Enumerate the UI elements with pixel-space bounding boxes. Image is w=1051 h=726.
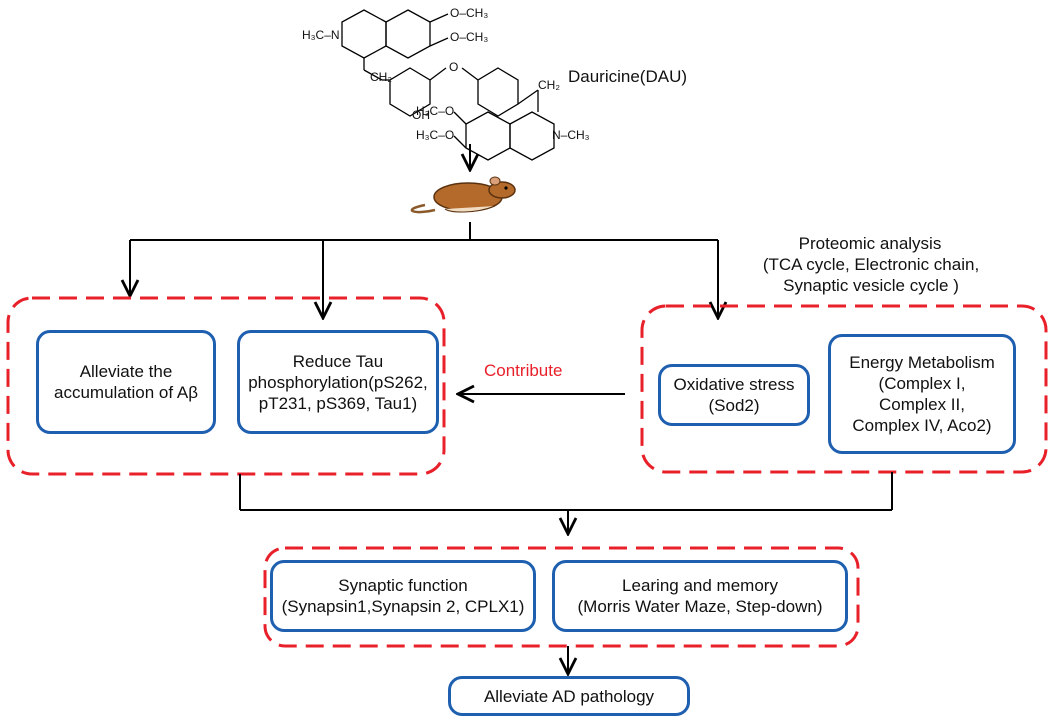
- chem-label-ch2-2: CH₂: [538, 78, 560, 92]
- chem-label-ch2-1: CH₂: [370, 70, 392, 84]
- upper-benzene-ring: [385, 9, 431, 59]
- right-dashed-group: [640, 304, 1048, 474]
- chem-label-ome1: O–CH₃: [450, 6, 489, 20]
- branch-connectors: [130, 222, 718, 318]
- mouse-belly: [444, 205, 496, 213]
- upper-piperidine-ring: [341, 9, 387, 59]
- tau-box: Reduce Tau phosphorylation(pS262, pT231,…: [237, 330, 439, 434]
- middle-right-ring: [477, 67, 519, 117]
- lower-piperidine-ring: [509, 111, 555, 161]
- learning-memory-box: Learing and memory (Morris Water Maze, S…: [552, 560, 848, 632]
- chem-label-ome3: H₃C–O: [416, 104, 455, 118]
- contribute-label: Contribute: [484, 361, 563, 380]
- mouse-eye: [504, 186, 508, 190]
- final-outcome-box: Alleviate AD pathology: [448, 676, 690, 716]
- left-dashed-group: [6, 296, 446, 476]
- merge-connectors: [239, 472, 893, 674]
- bottom-dashed-group: [263, 546, 860, 648]
- proteomic-detail: (TCA cycle, Electronic chain, Synaptic v…: [762, 255, 980, 295]
- mouse-tail: [410, 203, 436, 214]
- oxidative-stress-box: Oxidative stress (Sod2): [658, 364, 810, 426]
- chem-label-ome2: O–CH₃: [450, 30, 489, 44]
- mouse-head: [488, 181, 516, 199]
- chem-label-nme1: H₃C–N: [302, 28, 340, 42]
- dauricine-structure: [341, 9, 555, 161]
- mouse-ear: [489, 176, 501, 186]
- energy-metabolism-box: Energy Metabolism (Complex I, Complex II…: [828, 334, 1016, 454]
- mouse-illustration: [410, 176, 516, 214]
- chem-label-ome4: H₃C–O: [416, 128, 455, 142]
- lower-benzene-ring: [465, 111, 511, 161]
- chem-label-o: O: [449, 60, 459, 74]
- proteomic-title: Proteomic analysis: [798, 234, 942, 253]
- chem-label-nme2: N–CH₃: [552, 128, 590, 142]
- molecule-name: Dauricine(DAU): [568, 67, 688, 86]
- synaptic-function-box: Synaptic function (Synapsin1,Synapsin 2,…: [270, 560, 536, 632]
- abeta-box: Alleviate the accumulation of Aβ: [36, 330, 216, 434]
- chem-label-oh: OH: [412, 108, 430, 122]
